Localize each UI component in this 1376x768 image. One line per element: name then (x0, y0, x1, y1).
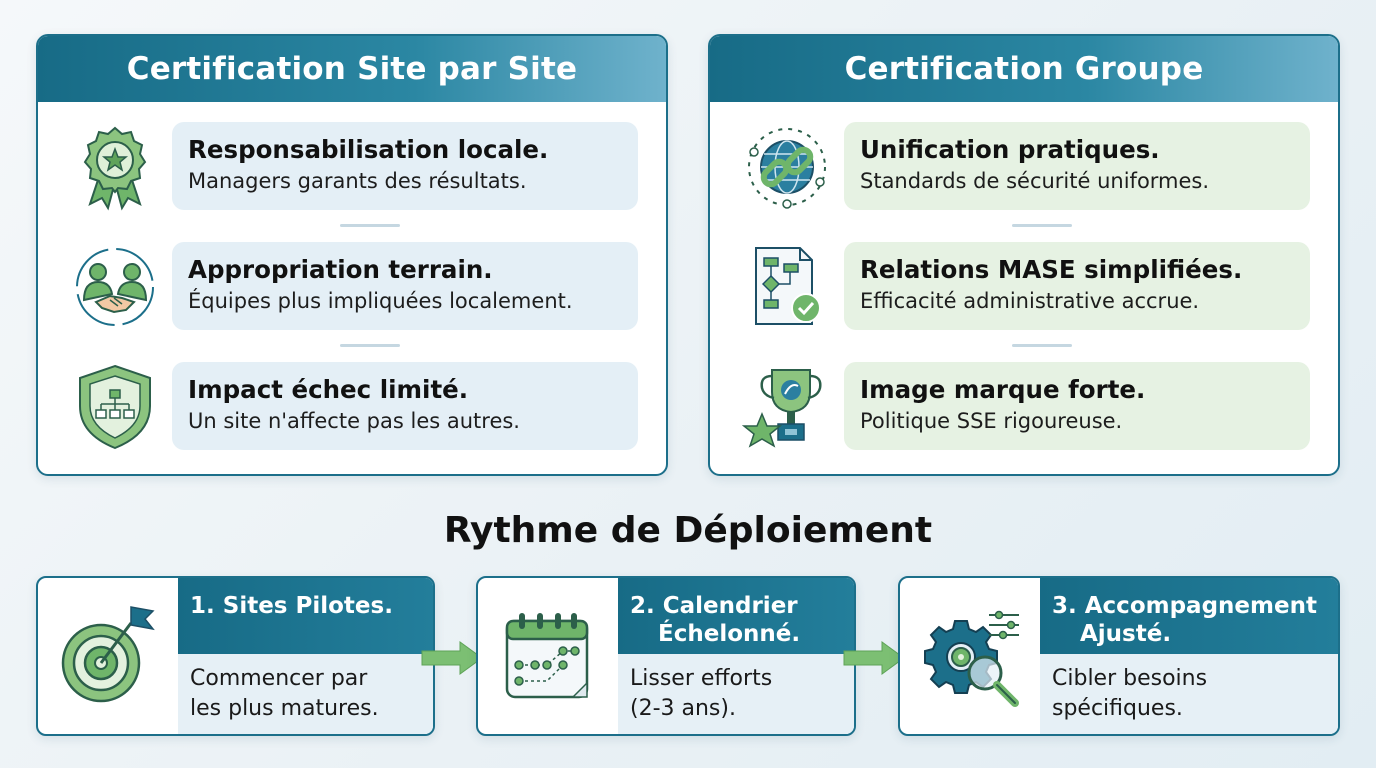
target-flag-icon (38, 578, 178, 734)
globe-chain-icon (742, 122, 832, 212)
step-description: Lisser efforts (2-3 ans). (618, 654, 854, 734)
arrow-right-icon (843, 641, 905, 675)
item-title: Responsabilisation locale. (188, 135, 549, 164)
step-description-line: les plus matures. (190, 696, 379, 721)
item-title: Image marque forte. (860, 375, 1146, 404)
arrow-right-icon (421, 641, 483, 675)
item-title: Impact échec limité. (188, 375, 469, 404)
gear-magnifier-icon (900, 578, 1040, 734)
deployment-step-1: 1. Sites Pilotes. Commencer par les plus… (36, 576, 435, 736)
rosette-star-icon (70, 122, 160, 212)
step-title-line: Ajusté. (1080, 621, 1172, 647)
item-description: Standards de sécurité uniformes. (860, 169, 1210, 193)
item-description: Efficacité administrative accrue. (860, 289, 1200, 313)
step-description: Commencer par les plus matures. (178, 654, 433, 734)
item-box: Appropriation terrain. Équipes plus impl… (172, 242, 638, 330)
list-item: Relations MASE simplifiées. Efficacité a… (710, 242, 1338, 332)
step-title: 2. Calendrier Échelonné. (618, 578, 854, 654)
item-box: Impact échec limité. Un site n'affecte p… (172, 362, 638, 450)
list-item: Appropriation terrain. Équipes plus impl… (38, 242, 666, 332)
divider (1012, 224, 1072, 227)
item-box: Image marque forte. Politique SSE rigour… (844, 362, 1310, 450)
trophy-star-icon (741, 362, 832, 452)
shield-org-chart-icon (70, 362, 160, 452)
step-title-line: 3. Accompagnement (1052, 593, 1317, 619)
divider (340, 344, 400, 347)
flowchart-document-icon (742, 242, 832, 332)
item-title: Relations MASE simplifiées. (860, 255, 1243, 284)
handshake-icon (70, 242, 160, 332)
step-description-line: Cibler besoins (1052, 666, 1208, 691)
item-box: Responsabilisation locale. Managers gara… (172, 122, 638, 210)
panel-title: Certification Site par Site (38, 36, 666, 102)
item-title: Unification pratiques. (860, 135, 1160, 164)
item-box: Relations MASE simplifiées. Efficacité a… (844, 242, 1310, 330)
divider (340, 224, 400, 227)
list-item: Unification pratiques. Standards de sécu… (710, 122, 1338, 212)
step-description: Cibler besoins spécifiques. (1040, 654, 1338, 734)
deployment-title: Rythme de Déploiement (443, 510, 933, 551)
item-box: Unification pratiques. Standards de sécu… (844, 122, 1310, 210)
step-description-line: spécifiques. (1052, 696, 1183, 721)
step-title: 1. Sites Pilotes. (178, 578, 433, 654)
step-title-line: Échelonné. (658, 621, 801, 647)
item-description: Managers garants des résultats. (188, 169, 527, 193)
step-title: 3. Accompagnement Ajusté. (1040, 578, 1338, 654)
site-by-site-panel: Certification Site par Site Responsabili… (36, 34, 668, 476)
item-description: Équipes plus impliquées localement. (188, 289, 573, 313)
step-description-line: Lisser efforts (630, 666, 773, 691)
item-title: Appropriation terrain. (188, 255, 493, 284)
step-title-line: 2. Calendrier (630, 593, 798, 619)
panel-title: Certification Groupe (710, 36, 1338, 102)
list-item: Responsabilisation locale. Managers gara… (38, 122, 666, 212)
deployment-step-2: 2. Calendrier Échelonné. Lisser efforts … (476, 576, 856, 736)
list-item: Image marque forte. Politique SSE rigour… (710, 362, 1338, 452)
step-description-line: Commencer par (190, 666, 368, 691)
item-description: Un site n'affecte pas les autres. (188, 409, 520, 433)
deployment-step-3: 3. Accompagnement Ajusté. Cibler besoins… (898, 576, 1340, 736)
step-description-line: (2-3 ans). (630, 696, 736, 721)
item-description: Politique SSE rigoureuse. (860, 409, 1123, 433)
step-title-line: 1. Sites Pilotes. (190, 593, 393, 619)
group-certification-panel: Certification Groupe Unification pratiqu… (708, 34, 1340, 476)
divider (1012, 344, 1072, 347)
calendar-icon (478, 578, 618, 734)
list-item: Impact échec limité. Un site n'affecte p… (38, 362, 666, 452)
